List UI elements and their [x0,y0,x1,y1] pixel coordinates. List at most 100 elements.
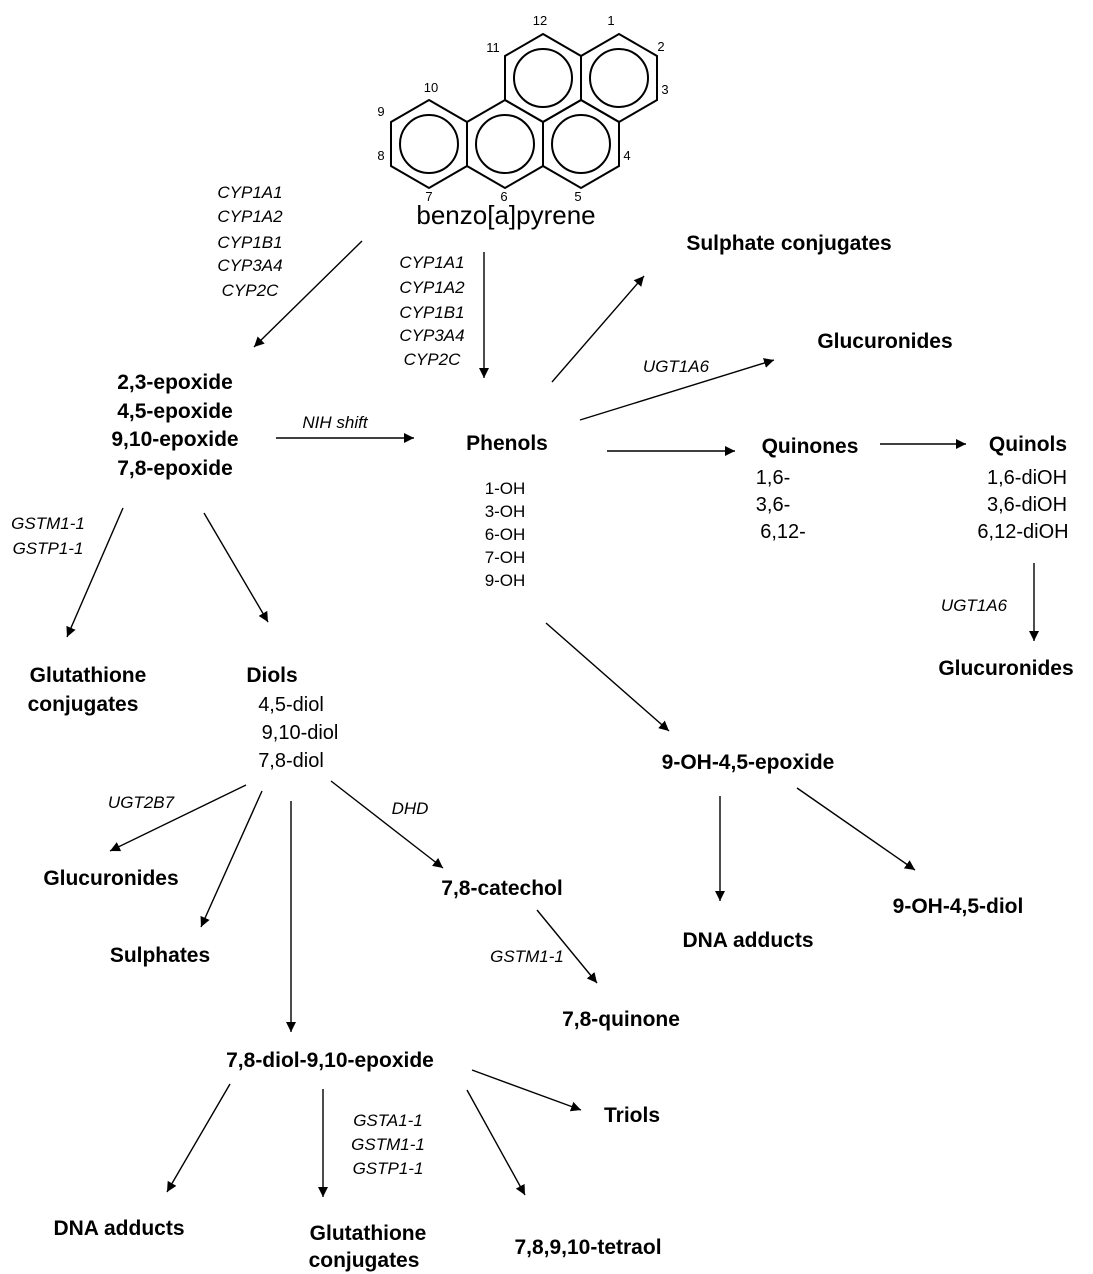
enzyme-cyp-center-5: CYP2C [404,350,461,369]
phenol-6-oh: 6-OH [485,525,526,544]
ring-d [466,98,544,190]
node-sulphates: Sulphates [110,944,210,967]
enzyme-ugt1a6-quinol: UGT1A6 [941,596,1008,615]
position-3: 3 [661,82,668,97]
enzyme-cyp-left-2: CYP1A2 [217,207,283,226]
position-10: 10 [424,80,438,95]
node-dna-adducts-2: DNA adducts [53,1217,184,1240]
node-glutathione-conjugates-1b: conjugates [28,693,139,716]
enzyme-cyp-center-3: CYP1B1 [399,303,464,322]
node-dna-adducts-1: DNA adducts [682,929,813,952]
position-2: 2 [657,39,664,54]
enzyme-gstm-catechol: GSTM1-1 [490,947,564,966]
quinone-6-12: 6,12- [760,521,806,543]
enzyme-ugt1a6-phenol: UGT1A6 [643,357,710,376]
ring-a [504,32,582,124]
phenol-1-oh: 1-OH [485,479,526,498]
node-quinols: Quinols [989,433,1067,456]
arrow-diols-to-sulphates [200,790,263,928]
quinone-3-6: 3,6- [756,494,790,516]
pathway-arrows [66,240,1039,1197]
node-tetraol: 7,8,9,10-tetraol [514,1236,661,1259]
node-7-8-catechol: 7,8-catechol [441,877,562,900]
enzyme-gstm-diolepoxide: GSTM1-1 [351,1135,425,1154]
node-quinones: Quinones [762,435,859,458]
enzyme-cyp-left-5: CYP2C [222,281,279,300]
arrow-bap-to-epoxides [253,240,363,348]
arrow-diol-epoxide-to-dna [166,1083,231,1193]
node-sulphate-conjugates: Sulphate conjugates [686,232,891,255]
node-9-10-epoxide: 9,10-epoxide [111,428,238,451]
node-phenols: Phenols [466,432,548,455]
enzyme-cyp-left-1: CYP1A1 [217,183,282,202]
ring-d-circle [475,114,535,174]
enzyme-gsta-diolepoxide: GSTA1-1 [353,1111,423,1130]
arrow-diol-epoxide-to-tetraol [466,1089,526,1196]
enzyme-cyp-left-4: CYP3A4 [217,256,282,275]
phenol-9-oh: 9-OH [485,571,526,590]
position-1: 1 [607,13,614,28]
arrow-oh-epoxide-to-oh-diol [796,787,916,871]
diol-7-8: 7,8-diol [258,750,324,772]
position-7: 7 [425,189,432,204]
benzo-a-pyrene-structure: 1 2 3 4 5 6 7 8 9 10 11 12 benzo[a]pyren… [377,13,668,230]
node-glutathione-conjugates-2a: Glutathione [310,1222,427,1245]
position-4: 4 [623,148,630,163]
enzyme-cyp-left-3: CYP1B1 [217,233,282,252]
position-5: 5 [574,189,581,204]
quinol-1-6-dioh: 1,6-diOH [987,467,1067,489]
node-7-8-epoxide: 7,8-epoxide [117,457,233,480]
enzyme-cyp-center-2: CYP1A2 [399,278,465,297]
compound-name: benzo[a]pyrene [416,200,595,230]
node-9-oh-4-5-epoxide: 9-OH-4,5-epoxide [662,751,835,774]
enzyme-nih-shift: NIH shift [302,413,368,432]
arrow-phenols-to-glucuronides [579,358,775,421]
arrow-epoxides-to-glutathione [66,507,124,638]
metabolite-nodes: 2,3-epoxide 4,5-epoxide 9,10-epoxide 7,8… [28,232,1074,1272]
position-12: 12 [533,13,547,28]
enzyme-gstp-epoxide: GSTP1-1 [13,539,84,558]
ring-c [542,98,620,190]
node-glucuronides-phenol: Glucuronides [817,330,952,353]
arrow-epoxides-to-diols [203,512,269,623]
position-9: 9 [377,104,384,119]
ring-c-circle [551,114,611,174]
diol-4-5: 4,5-diol [258,694,324,716]
enzyme-labels: CYP1A1 CYP1A2 CYP1B1 CYP3A4 CYP2C CYP1A1… [11,183,1007,1178]
node-diols: Diols [246,664,297,687]
ring-b-circle [589,48,649,108]
node-triols: Triols [604,1104,660,1127]
position-8: 8 [377,148,384,163]
ring-e-circle [399,114,459,174]
quinol-6-12-dioh: 6,12-diOH [977,521,1068,543]
quinone-1-6: 1,6- [756,467,790,489]
enzyme-cyp-center-1: CYP1A1 [399,253,464,272]
arrow-phenols-to-sulphate [551,275,645,383]
arrow-catechol-to-quinone [536,909,598,984]
enzyme-ugt2b7: UGT2B7 [108,793,175,812]
node-glucuronides-diol: Glucuronides [43,867,178,890]
enzyme-gstp-diolepoxide: GSTP1-1 [353,1159,424,1178]
ring-a-circle [513,48,573,108]
enzyme-gstm-epoxide: GSTM1-1 [11,514,85,533]
enzyme-cyp-center-4: CYP3A4 [399,326,464,345]
arrow-phenols-to-oh-epoxide [545,622,670,732]
node-diol-epoxide: 7,8-diol-9,10-epoxide [226,1049,434,1072]
arrow-diols-to-glucuronides [109,784,247,852]
position-6: 6 [500,189,507,204]
quinol-3-6-dioh: 3,6-diOH [987,494,1067,516]
node-glutathione-conjugates-1a: Glutathione [30,664,147,687]
ring-b [580,32,658,124]
diol-9-10: 9,10-diol [262,722,339,744]
enzyme-dhd: DHD [392,799,429,818]
node-4-5-epoxide: 4,5-epoxide [117,400,233,423]
phenol-7-oh: 7-OH [485,548,526,567]
ring-e [390,98,468,190]
node-glucuronides-quinol: Glucuronides [938,657,1073,680]
node-7-8-quinone: 7,8-quinone [562,1008,680,1031]
phenol-3-oh: 3-OH [485,502,526,521]
node-2-3-epoxide: 2,3-epoxide [117,371,233,394]
arrow-diol-epoxide-to-triols [471,1069,582,1112]
position-11: 11 [486,40,500,55]
